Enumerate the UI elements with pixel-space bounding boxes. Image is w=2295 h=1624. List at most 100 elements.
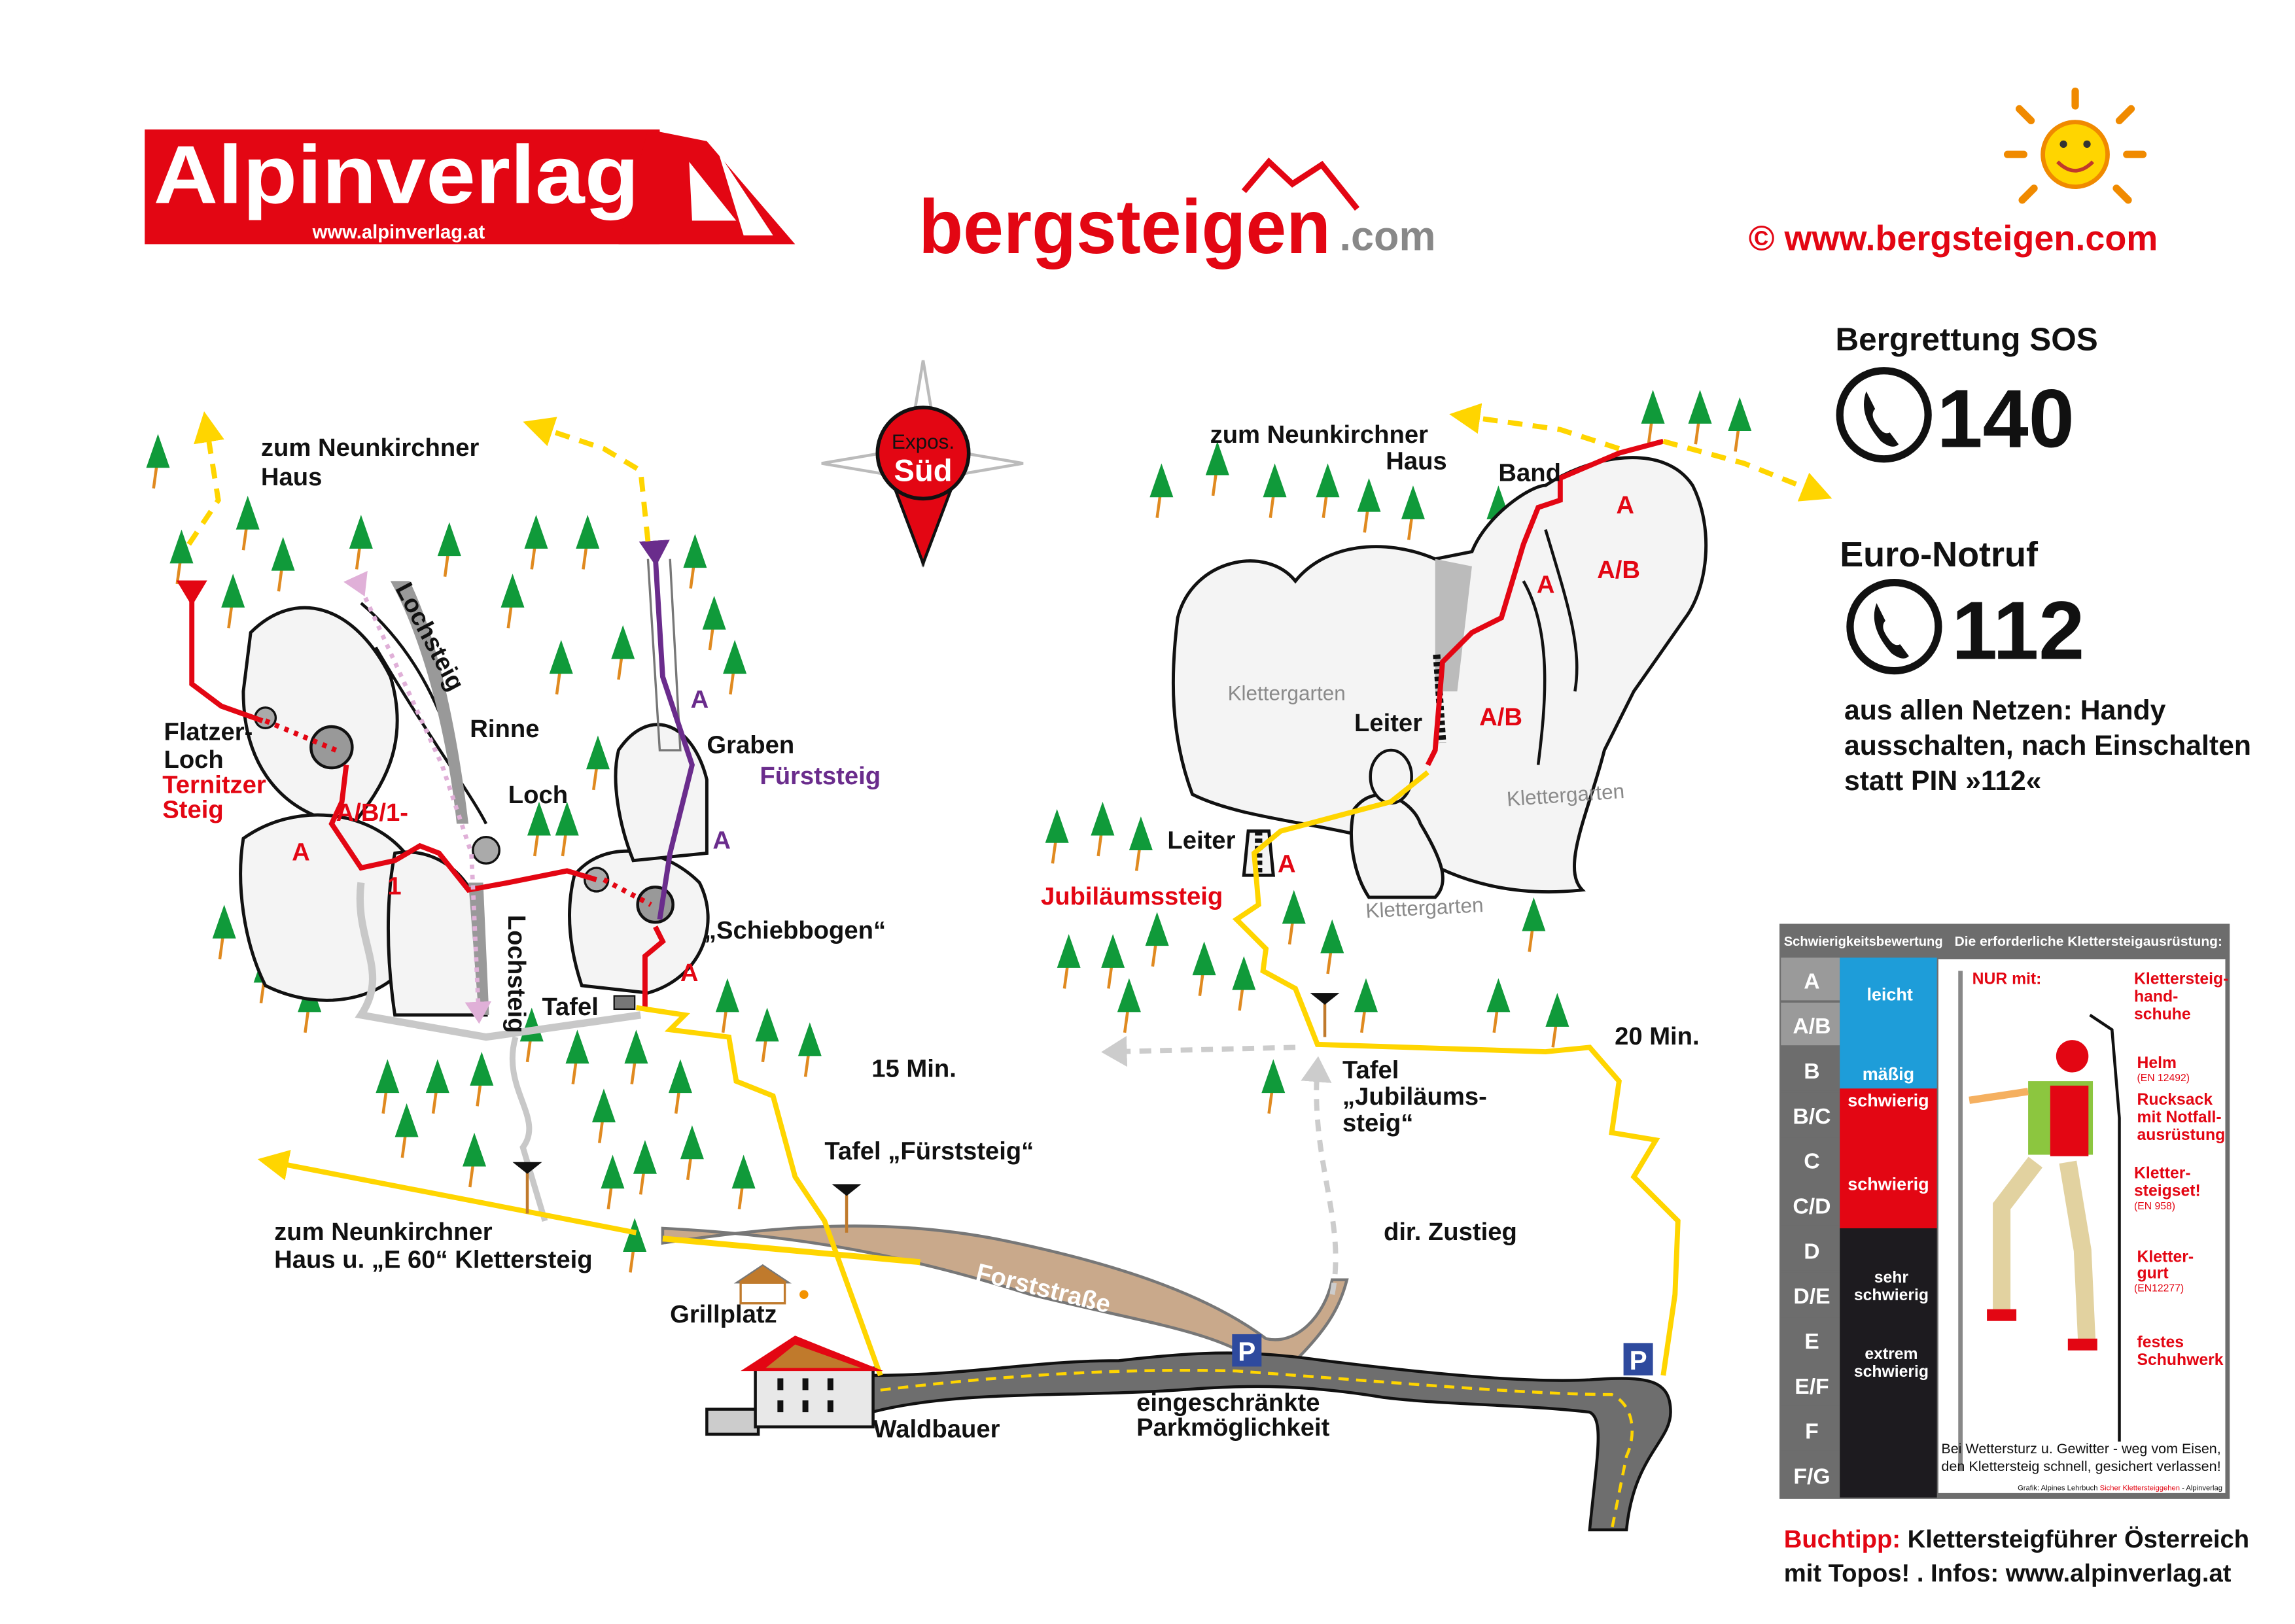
level-schwierig: schwierig — [1848, 1175, 1929, 1194]
gear-shoes: Schuhwerk — [2137, 1351, 2224, 1369]
level-leicht: leicht — [1866, 984, 1912, 1004]
tree-icon — [1261, 1059, 1286, 1114]
gear-gloves: Klettersteig- — [2134, 971, 2228, 988]
tree-icon — [1057, 934, 1081, 989]
alpinverlag-logo[interactable]: Alpinverlag www.alpinverlag.at — [145, 128, 796, 245]
label-parking-note: eingeschränkte — [1136, 1389, 1320, 1417]
grade-cell — [1781, 1317, 1840, 1360]
climber-illustration — [1969, 1014, 2121, 1442]
gear-gloves: hand- — [2134, 988, 2178, 1006]
gear-backpack: ausrüstung — [2137, 1126, 2226, 1144]
tree-icon — [715, 978, 739, 1033]
grade-cell — [1781, 1408, 1840, 1451]
grade-label: F/G — [1793, 1464, 1830, 1489]
level-sehr-schwierig: schwierig — [1854, 1287, 1929, 1304]
tree-icon — [601, 1154, 625, 1210]
lochsteig-route — [343, 570, 492, 1024]
label-to-hut: Haus — [1386, 447, 1446, 475]
tree-icon — [702, 595, 726, 651]
tree-icon — [1320, 919, 1344, 975]
tree-icon — [1117, 978, 1141, 1033]
grade-label: A — [1804, 969, 1819, 993]
label-parking-note: Parkmöglichkeit — [1136, 1413, 1330, 1442]
label-waldbauer: Waldbauer — [873, 1415, 1000, 1443]
tree-icon — [1263, 463, 1287, 518]
compass-exposure-label: Expos. — [892, 430, 955, 453]
grade-label: A — [691, 685, 709, 714]
sign-icon — [512, 1162, 542, 1214]
bergsteigen-logo[interactable]: bergsteigen .com — [919, 157, 1436, 269]
label-time-15: 15 Min. — [871, 1054, 956, 1082]
tree-icon — [1145, 912, 1169, 967]
tree-icon — [1486, 978, 1511, 1033]
label-to-hut-e60: zum Neunkirchner — [274, 1218, 493, 1246]
warning-text: Bei Wettersturz u. Gewitter - weg vom Ei… — [1941, 1441, 2220, 1457]
level-extrem-schwierig: schwierig — [1854, 1363, 1929, 1381]
tree-icon — [555, 801, 579, 857]
tree-icon — [624, 1029, 648, 1084]
buchtipp-info-link[interactable]: mit Topos! . Infos: www.alpinverlag.at — [1784, 1559, 2232, 1587]
tree-icon — [500, 574, 525, 629]
grade-label: A — [292, 838, 310, 867]
tree-icon — [576, 515, 600, 570]
label-time-20: 20 Min. — [1615, 1022, 1700, 1050]
tree-icon — [1316, 463, 1340, 518]
e60-approach — [257, 1150, 637, 1235]
grade-cell — [1781, 1137, 1840, 1181]
grade-cell — [1781, 1183, 1840, 1226]
label-grillplatz: Grillplatz — [670, 1300, 777, 1328]
grade-label: A/B — [1793, 1014, 1831, 1039]
direct-approach-trail — [1301, 1056, 1339, 1295]
waldbauer-house-icon — [705, 1336, 884, 1436]
label-loch: Loch — [508, 781, 568, 809]
tree-icon — [437, 522, 461, 577]
tree-icon — [146, 434, 170, 489]
right-exit-arrow — [1662, 438, 1832, 502]
forest — [146, 390, 1752, 1273]
grading-header: Schwierigkeitsbewertung — [1784, 935, 1943, 949]
tree-icon — [1101, 934, 1125, 989]
grade-label: D — [1804, 1239, 1819, 1264]
tree-icon — [1545, 993, 1569, 1048]
sos-title: Bergrettung SOS — [1835, 321, 2097, 357]
copyright-link[interactable]: © www.bergsteigen.com — [1749, 218, 2158, 258]
tree-icon — [565, 1029, 589, 1084]
compass-direction: Süd — [894, 453, 952, 488]
label-to-hut-e60: Haus u. „E 60“ Klettersteig — [274, 1246, 592, 1274]
gear-set: steigset! — [2134, 1183, 2201, 1200]
label-to-hut: Haus — [261, 463, 322, 491]
fuerststeig-route — [639, 540, 695, 920]
level-maessig: mäßig — [1863, 1064, 1914, 1084]
sos-number: 140 — [1937, 373, 2075, 465]
label-tafel-jubilaeum: „Jubiläums- — [1342, 1082, 1487, 1111]
tree-icon — [524, 515, 548, 570]
phone-icon — [1836, 367, 1932, 463]
graphic-credit: Grafik: Alpines Lehrbuch Sicher Kletters… — [2018, 1484, 2222, 1492]
tafel-sign-icon — [613, 995, 636, 1011]
tree-icon — [1522, 897, 1546, 952]
label-band: Band — [1498, 458, 1561, 487]
tree-icon — [349, 515, 373, 570]
label-fuerststeig: Fürststeig — [760, 762, 881, 790]
label-rinne: Rinne — [470, 715, 539, 743]
emergency-note-line: statt PIN »112« — [1844, 765, 2042, 797]
label-lochsteig: Lochsteig — [502, 915, 531, 1033]
label-ternitzer: Steig — [162, 795, 223, 823]
tree-icon — [668, 1059, 692, 1114]
bergsteigen-tld: .com — [1340, 213, 1436, 259]
label-tafel: Tafel — [542, 993, 598, 1021]
grade-cell — [1781, 1002, 1840, 1046]
tree-icon — [212, 905, 236, 959]
gear-shoes: festes — [2137, 1334, 2184, 1351]
tree-icon — [1688, 390, 1712, 445]
grade-label: C — [1804, 1149, 1819, 1174]
tree-icon — [1728, 397, 1752, 452]
label-flatzer: Loch — [164, 746, 223, 774]
tree-icon — [633, 1140, 657, 1195]
gear-header: Die erforderliche Klettersteigausrüstung… — [1955, 935, 2222, 949]
grill-shelter-icon — [733, 1264, 809, 1305]
gear-helmet-norm: (EN 12492) — [2137, 1073, 2190, 1084]
forststrasse-road — [661, 1224, 1349, 1370]
warning-text: den Klettersteig schnell, gesichert verl… — [1941, 1459, 2220, 1474]
grade-cell — [1781, 1092, 1840, 1135]
